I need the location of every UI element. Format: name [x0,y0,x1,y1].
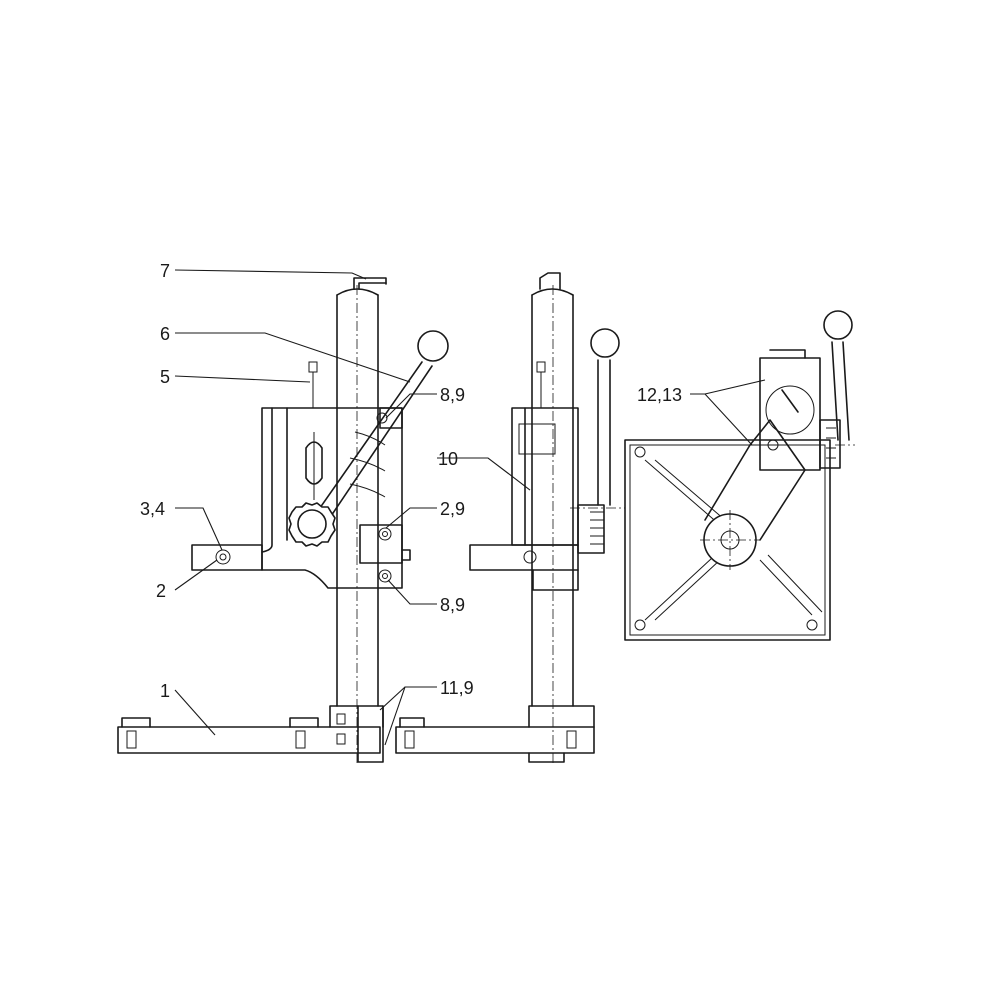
callout-3-4: 3,4 [140,499,165,519]
callout-labels: 7 6 5 8,9 10 3,4 2,9 2 8,9 1 11,9 12,13 [140,261,682,701]
callout-8-9-upper: 8,9 [440,385,465,405]
callout-5: 5 [160,367,170,387]
side-base-plate [395,705,595,763]
front-hook-rod [353,277,387,290]
side-lever [590,328,620,506]
front-view [117,277,449,765]
side-column [531,272,574,765]
top-arm [700,419,806,570]
leader-lines [174,269,766,746]
top-view [624,310,855,641]
callout-2: 2 [156,581,166,601]
callout-7: 7 [160,261,170,281]
callout-2-9: 2,9 [440,499,465,519]
callout-12-13: 12,13 [637,385,682,405]
callout-8-9-lower: 8,9 [440,595,465,615]
top-head [759,349,855,471]
front-column [336,285,379,765]
top-lever [823,310,853,441]
callout-1: 1 [160,681,170,701]
callout-6: 6 [160,324,170,344]
callout-11-9: 11,9 [440,678,474,698]
front-base-plate [117,705,384,763]
front-lever [288,330,449,547]
callout-10: 10 [438,449,458,469]
side-carriage [469,361,625,591]
side-view [395,272,625,765]
